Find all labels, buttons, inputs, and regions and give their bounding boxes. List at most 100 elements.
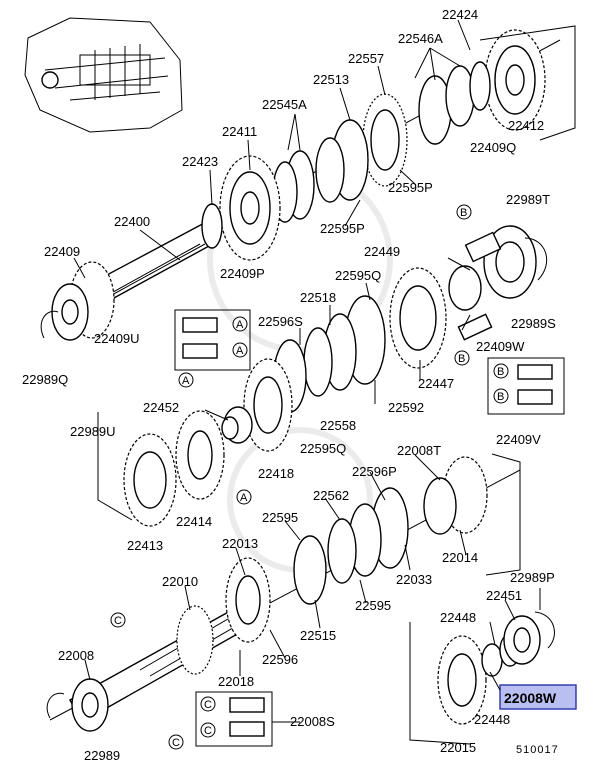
- ring-22546A: [418, 61, 491, 145]
- label-22518: 22518: [300, 290, 336, 305]
- label-22595Q: 22595Q: [335, 268, 381, 283]
- diagram-code: 510017: [516, 744, 559, 756]
- label-22513: 22513: [313, 72, 349, 87]
- label-22596: 22596: [262, 652, 298, 667]
- leader-lines: [73, 19, 541, 723]
- label-22013: 22013: [222, 536, 258, 551]
- synchro-22595Q: [303, 295, 386, 397]
- hub-22513: [315, 119, 369, 203]
- label-22409V: 22409V: [496, 432, 541, 447]
- marker-a: A: [240, 492, 248, 504]
- label-22989P: 22989P: [510, 570, 555, 585]
- label-22595: 22595: [262, 510, 298, 525]
- label-22989T: 22989T: [506, 192, 550, 207]
- circle-markers: A A A A B B B B C C C C: [110, 204, 509, 750]
- synchro-22557: [362, 93, 408, 187]
- marker-c: C: [172, 737, 180, 749]
- label-22014: 22014: [442, 550, 478, 565]
- snapring-22989T: [524, 237, 548, 281]
- label-22562: 22562: [313, 488, 349, 503]
- snapring-22989: [46, 692, 65, 719]
- label-22418: 22418: [258, 466, 294, 481]
- gear-22409: [51, 261, 115, 341]
- label-22596P: 22596P: [352, 464, 397, 479]
- label-22008T: 22008T: [397, 443, 441, 458]
- highlighted-part-label: 22008W: [504, 690, 557, 706]
- bearing-22008S: [195, 691, 273, 747]
- gear-22015: [437, 635, 487, 725]
- gear-22414: [175, 410, 225, 500]
- gear-22013: [225, 557, 271, 643]
- washer-22423: [201, 203, 223, 249]
- label-22018: 22018: [218, 674, 254, 689]
- gear-22010: [176, 605, 214, 675]
- part-labels: 22424 22557 22546A 22513 22545A 22412 22…: [22, 7, 556, 763]
- label-22414: 22414: [176, 514, 212, 529]
- label-22989: 22989: [84, 748, 120, 763]
- label-22033: 22033: [396, 572, 432, 587]
- gear-22413: [123, 433, 177, 527]
- label-22451: 22451: [486, 588, 522, 603]
- label-22558: 22558: [320, 418, 356, 433]
- sleeve-22452: [221, 406, 253, 444]
- gear-22014: [423, 456, 488, 535]
- bracket-lines: [97, 25, 576, 745]
- label-22010: 22010: [162, 574, 198, 589]
- gear-22447: [389, 267, 447, 369]
- gear-22418: [243, 358, 293, 452]
- label-22409P: 22409P: [220, 266, 265, 281]
- marker-c: C: [114, 615, 122, 627]
- label-22412: 22412: [508, 118, 544, 133]
- synchro-22562: [327, 487, 409, 584]
- label-22448: 22448: [440, 610, 476, 625]
- marker-c: C: [204, 699, 212, 711]
- label-22413: 22413: [127, 538, 163, 553]
- label-22409: 22409: [44, 244, 80, 259]
- bearing-22008: [71, 678, 109, 732]
- label-22409U: 22409U: [94, 331, 140, 346]
- label-22595-b: 22595: [355, 598, 391, 613]
- marker-b: B: [460, 207, 467, 219]
- marker-a: A: [236, 345, 244, 357]
- label-22595P-b: 22595P: [320, 221, 365, 236]
- label-22546A: 22546A: [398, 31, 443, 46]
- label-22008S: 22008S: [290, 714, 335, 729]
- label-22008: 22008: [58, 648, 94, 663]
- label-22400: 22400: [114, 214, 150, 229]
- label-22449: 22449: [364, 244, 400, 259]
- gear-22411: [219, 155, 281, 261]
- label-22409Q: 22409Q: [470, 140, 516, 155]
- transmission-thumbnail: [24, 17, 183, 133]
- label-22452: 22452: [143, 400, 179, 415]
- label-22595Q-b: 22595Q: [300, 441, 346, 456]
- label-22409W: 22409W: [476, 339, 525, 354]
- highlighted-part-22008W[interactable]: 22008W: [499, 684, 577, 710]
- marker-a: A: [236, 319, 244, 331]
- label-22424: 22424: [442, 7, 478, 22]
- marker-b: B: [458, 353, 465, 365]
- marker-a: A: [182, 375, 190, 387]
- label-22447: 22447: [418, 376, 454, 391]
- bearing-22409W: [457, 231, 502, 341]
- gear-22412: [484, 29, 546, 131]
- bearing-22409V: [487, 357, 565, 415]
- marker-c: C: [204, 725, 212, 737]
- label-22592: 22592: [388, 400, 424, 415]
- label-22515: 22515: [300, 628, 336, 643]
- label-22545A: 22545A: [262, 97, 307, 112]
- label-22989S: 22989S: [511, 316, 556, 331]
- label-22595P: 22595P: [388, 180, 433, 195]
- marker-b: B: [497, 366, 504, 378]
- label-22989Q: 22989Q: [22, 372, 68, 387]
- marker-b: B: [497, 391, 504, 403]
- label-22411: 22411: [222, 124, 257, 139]
- bearing-22409U: [174, 309, 251, 371]
- label-22423: 22423: [182, 154, 218, 169]
- snapring-22989P: [534, 611, 555, 649]
- bearing-22451: [503, 615, 541, 665]
- snapring-22989Q: [40, 310, 59, 339]
- label-22557: 22557: [348, 51, 384, 66]
- label-22448-b: 22448: [474, 712, 510, 727]
